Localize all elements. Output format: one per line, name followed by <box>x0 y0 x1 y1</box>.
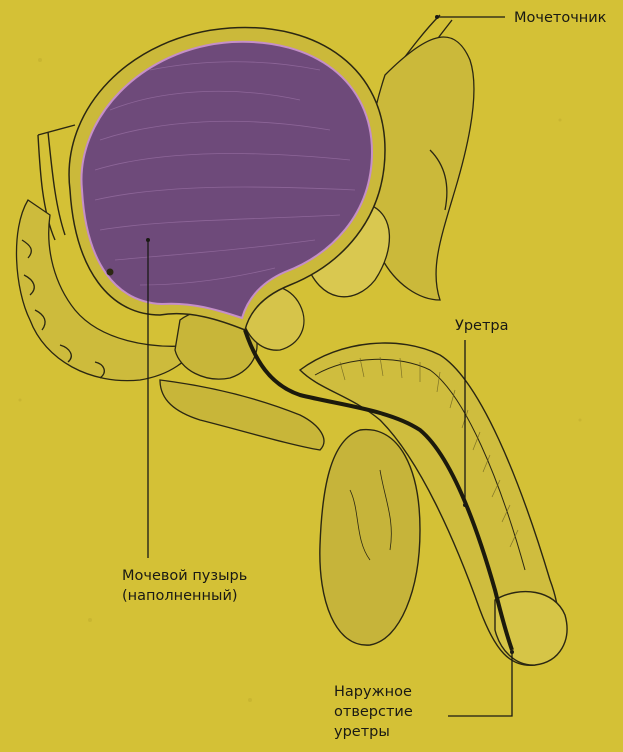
outer-opening-line3: уретры <box>334 722 413 742</box>
ureteral-orifice <box>107 269 114 276</box>
outer-opening-label: Наружное отверстие уретры <box>334 682 413 742</box>
ureter-label: Мочеточник <box>514 8 606 28</box>
urethra-label: Уретра <box>455 316 509 336</box>
outer-opening-leader <box>448 652 512 716</box>
outer-opening-line2: отверстие <box>334 702 413 722</box>
bladder-label: Мочевой пузырь (наполненный) <box>122 566 247 606</box>
outer-opening-line1: Наружное <box>334 682 413 702</box>
scrotum <box>320 430 420 646</box>
bladder-label-line1: Мочевой пузырь <box>122 566 247 586</box>
bladder-label-line2: (наполненный) <box>122 586 247 606</box>
